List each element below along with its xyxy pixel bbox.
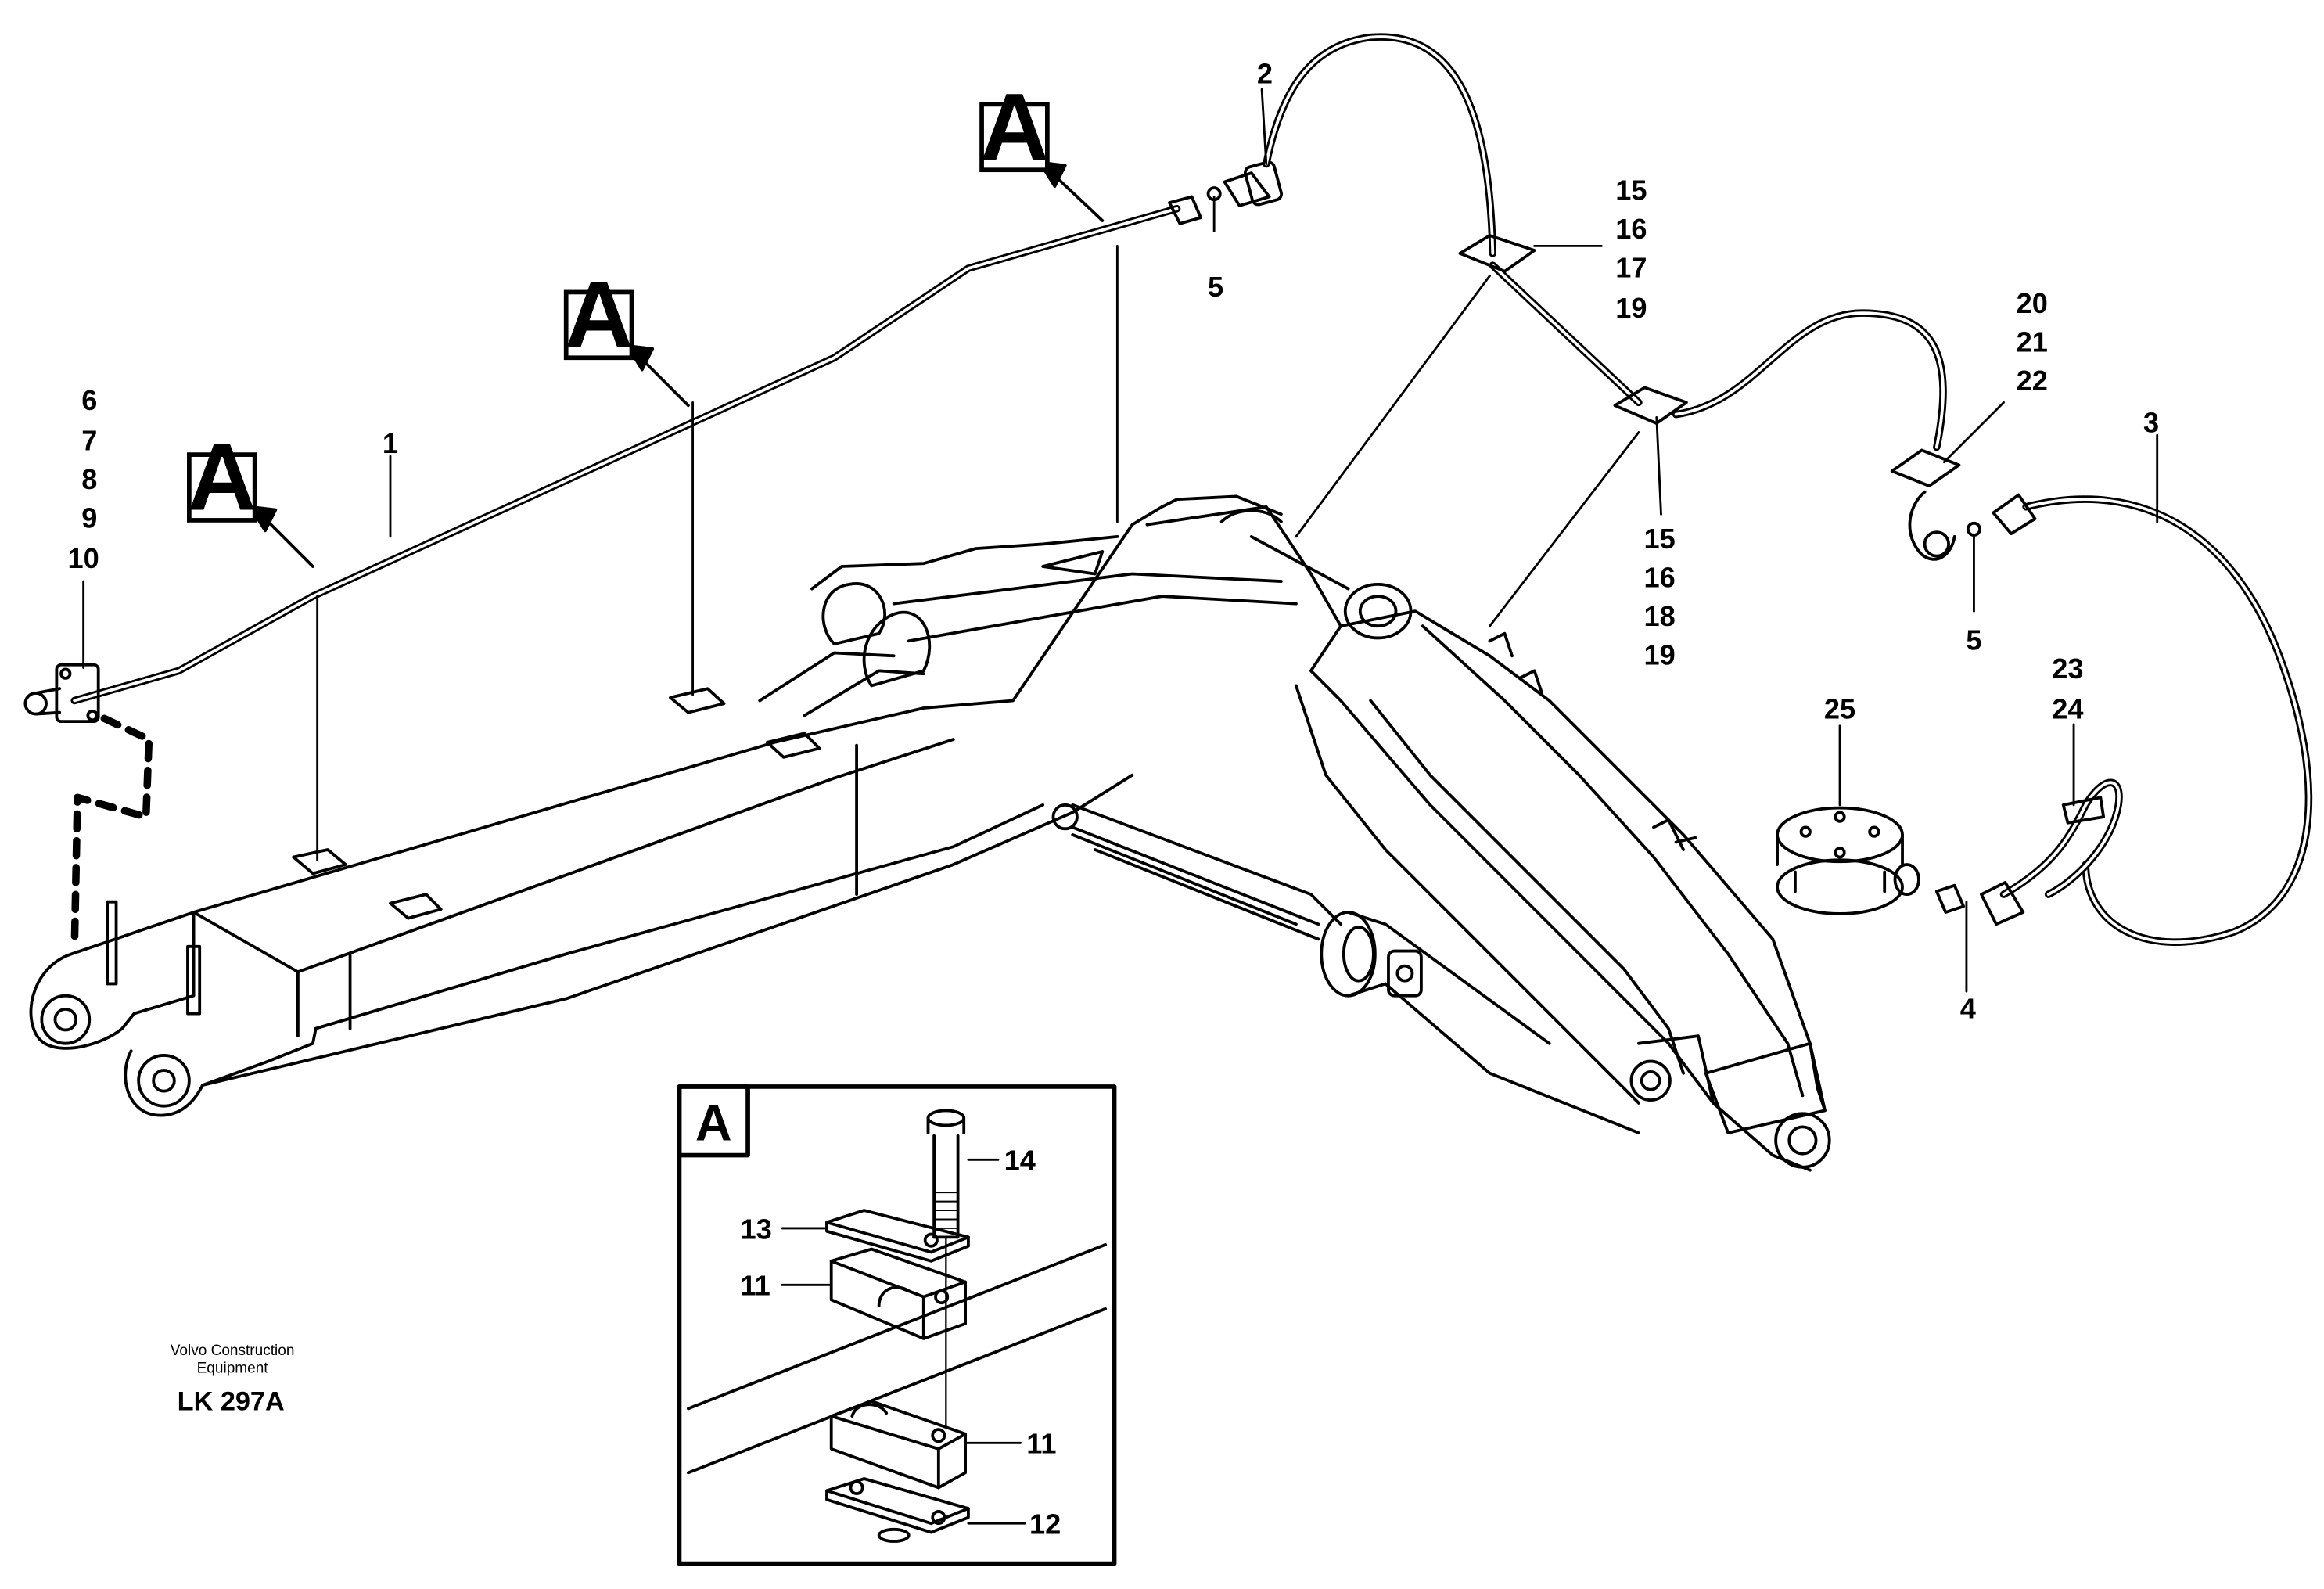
fitting-2 — [1206, 160, 1284, 207]
detail-title: A — [695, 1095, 732, 1152]
detail-callout-12: 12 — [1029, 1508, 1061, 1540]
section-marker-letter: A — [188, 424, 257, 530]
section-marker-letter: A — [980, 74, 1049, 180]
hose-3 — [1934, 493, 2313, 946]
callout-18: 18 — [1643, 600, 1675, 632]
detail-callout-14: 14 — [1004, 1145, 1036, 1177]
callout-10: 10 — [68, 542, 99, 574]
callout-7: 7 — [81, 424, 97, 456]
part-25-block — [1776, 806, 1920, 915]
callout-9: 9 — [81, 502, 97, 534]
boom-body — [29, 494, 1831, 1172]
callout-21: 21 — [2017, 326, 2048, 358]
callout-17: 17 — [1615, 251, 1647, 283]
brand-line-2: Equipment — [197, 1361, 269, 1377]
callout-15b: 15 — [1643, 523, 1675, 555]
callout-16a: 16 — [1615, 213, 1647, 245]
callout-4: 4 — [1960, 992, 1976, 1024]
detail-callout-11-bottom: 11 — [1026, 1428, 1056, 1460]
boom-clamps — [106, 687, 821, 1016]
detail-callout-11-top: 11 — [741, 1270, 770, 1302]
hose-upper — [1263, 33, 1961, 561]
drawing-code: LK 297A — [178, 1386, 285, 1416]
callout-20: 20 — [2017, 287, 2048, 319]
callout-1: 1 — [383, 427, 398, 459]
callout-5-upper: 5 — [1208, 271, 1223, 303]
leader-lines — [82, 88, 2159, 993]
brand-line-1: Volvo Construction — [171, 1343, 295, 1359]
callout-16b: 16 — [1643, 562, 1675, 594]
callout-19a: 19 — [1615, 292, 1647, 324]
callout-8: 8 — [81, 463, 97, 495]
callout-2: 2 — [1257, 58, 1273, 90]
section-marker-3: A — [979, 74, 1050, 180]
callout-22: 22 — [2017, 365, 2048, 397]
section-marker-1: A — [187, 424, 257, 530]
callout-3: 3 — [2143, 407, 2159, 439]
callout-5-right: 5 — [1966, 624, 1981, 656]
marker-arrows — [249, 160, 1105, 568]
detail-callout-13: 13 — [741, 1213, 772, 1245]
callout-19b: 19 — [1643, 639, 1675, 671]
callout-25: 25 — [1824, 692, 1855, 724]
section-marker-2: A — [563, 261, 634, 368]
callout-24: 24 — [2052, 692, 2083, 724]
callout-23: 23 — [2052, 652, 2083, 685]
hydraulic-pipe — [23, 195, 1202, 724]
break-line — [70, 714, 153, 951]
callout-15a: 15 — [1615, 174, 1647, 206]
detail-a-frame — [677, 1084, 1117, 1566]
section-marker-letter: A — [565, 261, 634, 368]
callout-6: 6 — [81, 384, 97, 416]
